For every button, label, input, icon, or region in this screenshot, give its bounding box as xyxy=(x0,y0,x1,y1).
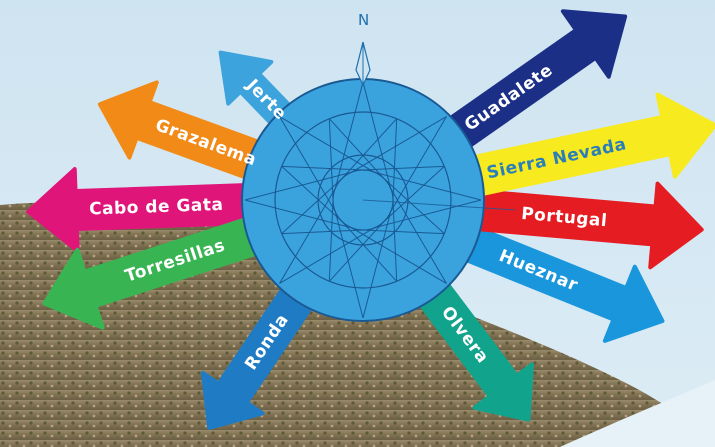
north-label: N xyxy=(358,11,369,29)
